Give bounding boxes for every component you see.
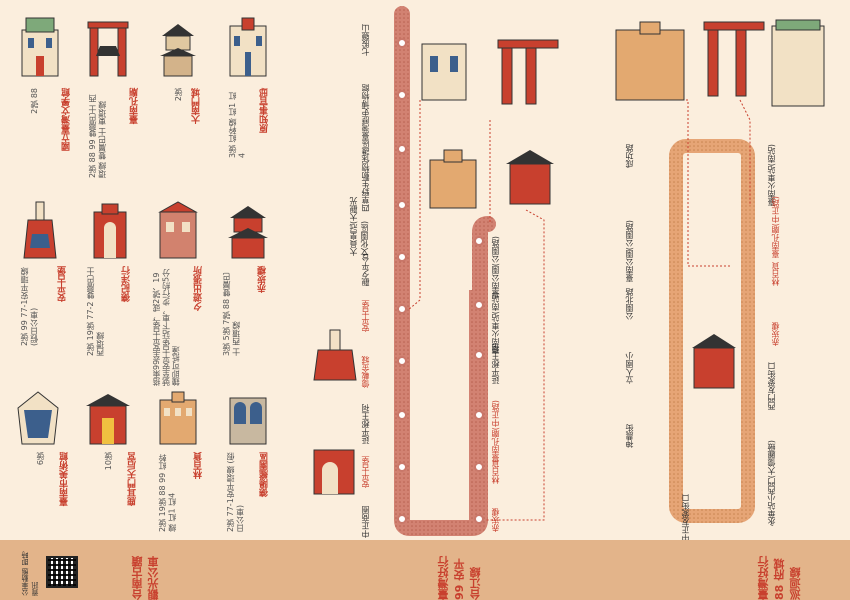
chihkan-tower-icon [228,206,268,259]
anping-fort-icon [23,201,57,259]
tainan-station-icon [615,21,685,101]
footer-bar: 臺灣好行 88 府城巡迴線 臺灣好行 99 安平台江線 台南古蹟觀光公車 公車動… [0,540,850,600]
stop-marker[interactable] [397,38,407,48]
route-88-line [669,139,755,523]
building-name: 安平古堡 [58,266,68,302]
stop-marker[interactable] [474,462,484,472]
stop-label: 赤崁樓 [491,508,500,532]
stop-label: 觀夕平台 [361,254,370,286]
stop-marker[interactable] [397,462,407,472]
confucius-temple-map-icon [497,39,559,105]
building-routes: 2號 77-1安平環線 (假日公車) [226,452,245,532]
chihkan-88-icon [692,334,736,389]
route-88-title: 臺灣好行 88 府城巡迴線 [757,556,802,600]
stop-label: 中正友愛街口 [681,494,690,542]
luermen-temple-icon [86,394,130,445]
building-name: 臺南孔廟 [130,88,140,124]
stop-marker[interactable] [397,410,407,420]
stop-label: 臺灣歷史博物館 [361,84,370,140]
stop-marker[interactable] [474,350,484,360]
stop-label: 永華站 [767,502,776,526]
building-name: 德記洋行 [122,266,132,302]
stop-label: 億載金城 [361,356,370,388]
route-99-line [394,6,496,536]
stop-label: 林百貨 [491,460,500,484]
stop-label: 臺南孔廟(中正路) [491,400,500,463]
building-routes: 2號 [174,88,183,102]
history-museum-icon [421,43,467,101]
tait-merchant-house-icon [93,203,127,259]
building-routes: 2號 88 [30,88,39,114]
building-name: 林百貨 [194,452,204,479]
stop-label: 林百貨 [771,262,780,286]
chihkan-map-icon [506,150,554,205]
building-routes: 3號 紅幹線 紅1 紅4 [228,92,247,158]
sunset-salt-office-icon [158,201,198,259]
building-name: 原知事官邸 [260,88,270,133]
hayashi-map-icon [429,149,477,209]
route-99-map [313,6,559,536]
building-name: 夕遊出張所 [194,266,204,311]
stop-label: 安平古堡 [361,300,370,332]
stop-marker[interactable] [397,304,407,314]
stop-label: 西門友愛街口 [767,362,776,410]
stop-label: 成功路 [625,144,634,168]
stop-marker[interactable] [397,90,407,100]
stop-marker[interactable] [397,200,407,210]
building-name: 大南門城 [192,88,202,124]
stop-marker[interactable] [474,410,484,420]
building-routes: 2號 99 77-1安平環線 (假日公車) [20,267,39,346]
stop-label: 神農街 [625,424,634,448]
heritage-bus-title: 台南古蹟觀光公車 [131,556,160,600]
building-routes: 搭乘99至安平古堡，或2號、19號至安平古堡站下車，步行約5分鐘即可抵達 [152,268,181,386]
qr-label: 公車動態 即時資訊 [21,551,39,596]
route-99-title: 臺灣好行 99 安平台江線 [437,556,482,600]
stop-marker[interactable] [474,514,484,524]
deyang-ship-park-icon [229,397,267,445]
building-name: 赤崁樓 [258,266,268,293]
stop-marker[interactable] [397,356,407,366]
stop-label: 七股鹽山 [361,24,370,56]
stop-label: 公園北路 [625,288,634,320]
building-routes: 6號 [36,452,45,466]
stop-label: 臺南公園(公園路) [491,236,500,299]
qr-code[interactable] [46,556,78,588]
great-south-gate-icon [160,24,196,77]
governor-residence-icon [229,17,267,77]
stop-label: 赤崁樓 [771,322,780,346]
stop-label: 臺南公園(公園路) [625,220,634,283]
stop-marker[interactable] [397,144,407,154]
stop-marker[interactable] [397,252,407,262]
building-routes: 2號 19號 77-2 雙層巴士 西環線 [86,266,105,356]
anping-fort-map-icon [313,329,357,381]
stop-label: 大員皇冠(大觀光文化園區) [349,196,369,256]
stop-marker[interactable] [474,300,484,310]
stop-label: 延平郡王祠 [361,404,370,444]
stop-label: 臺南孔廟(中正路) [771,196,780,259]
route-88-map [615,19,825,523]
stop-label: 小西門(大億麗緻) [767,440,776,503]
hayashi-department-store-icon [159,391,197,445]
stop-marker[interactable] [397,514,407,524]
eternal-fortress-map-icon [313,449,355,495]
confucius-temple-icon [87,21,129,77]
building-routes: 3號 5號 7號 88 雙層巴士 西環線 [222,272,241,356]
art-museum-icon [17,391,59,445]
stop-label: 延平郡王祠 [491,344,500,384]
confucius-88-icon [703,21,765,97]
building-routes: 10號 [104,452,113,471]
stop-label: 中正商圈 [361,506,370,538]
building-name: 國立臺灣文學館 [62,88,72,151]
building-routes: 2號 88 99 雙層巴士 西環線 雙層巴士 東環線 [88,94,107,178]
literature-88-icon [771,19,825,107]
stop-label: 安平古堡 [361,456,370,488]
building-name: 鹿耳門天后宮 [128,452,138,506]
literature-museum-icon [21,17,59,77]
building-name: 臺南市美術館 [60,452,70,506]
building-routes: 2號 19號 88 99 紅幹線 紅1 紅4 [158,454,177,532]
stop-marker[interactable] [474,236,484,246]
stop-label: 立人國小 [625,352,634,384]
building-name: 德陽艦園區 [260,452,270,497]
